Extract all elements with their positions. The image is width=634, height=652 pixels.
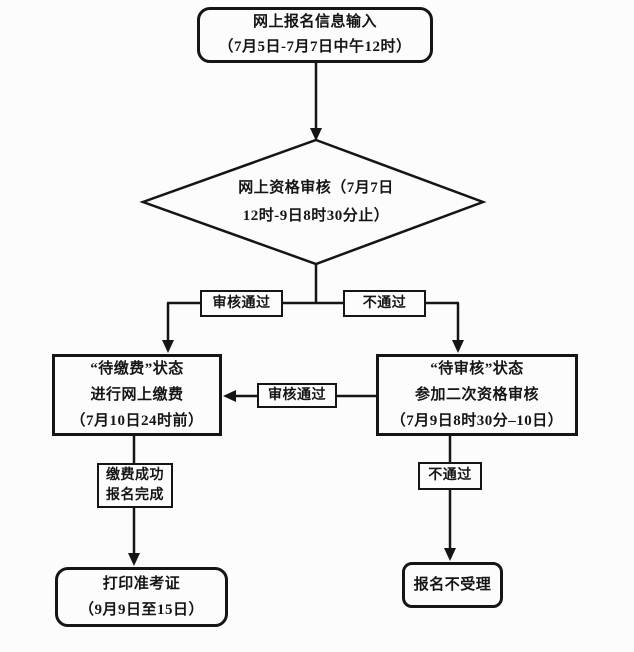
arrowhead-into-diamond bbox=[310, 128, 322, 141]
decision-diamond-text: 网上资格审核（7月7日 12时-9日8时30分止） bbox=[183, 172, 449, 232]
arrowhead-into-print-box bbox=[128, 553, 140, 566]
edge-label-pass-second-text: 审核通过 bbox=[268, 387, 326, 403]
arrowhead-into-review2-box bbox=[452, 340, 464, 353]
decision-line1: 网上资格审核（7月7日 bbox=[238, 180, 394, 196]
print-ticket-node: 打印准考证 （9月9日至15日） bbox=[55, 567, 228, 627]
edge-label-pass-first-text: 审核通过 bbox=[212, 295, 271, 311]
edge-label-pass-first: 审核通过 bbox=[200, 290, 283, 317]
pending-review-line2: 参加二次资格审核 bbox=[414, 387, 539, 403]
pending-pay-node: “待缴费”状态 进行网上缴费 （7月10日24时前） bbox=[52, 354, 222, 436]
print-ticket-line1: 打印准考证 bbox=[102, 576, 181, 592]
pending-pay-line3: （7月10日24时前） bbox=[70, 413, 204, 429]
arrowhead-into-pay-box bbox=[162, 340, 174, 353]
pay-success-line1: 缴费成功 bbox=[106, 467, 164, 483]
arrowheads bbox=[128, 128, 464, 566]
decision-line2: 12时-9日8时30分止） bbox=[242, 208, 390, 224]
edge-label-fail-second: 不通过 bbox=[418, 462, 482, 490]
edge-label-fail-second-text: 不通过 bbox=[428, 468, 472, 483]
pending-pay-line1: “待缴费”状态 bbox=[90, 361, 184, 377]
edge-label-pass-second: 审核通过 bbox=[257, 383, 337, 408]
arrowhead-into-pay-box-side bbox=[223, 390, 236, 402]
pending-review-line3: （7月9日8时30分–10日） bbox=[390, 413, 564, 429]
start-node: 网上报名信息输入 （7月5日-7月7日中午12时） bbox=[197, 7, 433, 63]
start-node-line1: 网上报名信息输入 bbox=[252, 14, 377, 30]
pending-review-line1: “待审核”状态 bbox=[430, 361, 524, 377]
pending-review-node: “待审核”状态 参加二次资格审核 （7月9日8时30分–10日） bbox=[376, 354, 578, 436]
pay-success-line2: 报名完成 bbox=[106, 487, 164, 503]
start-node-line2: （7月5日-7月7日中午12时） bbox=[218, 39, 412, 55]
reject-line1: 报名不受理 bbox=[413, 577, 492, 593]
arrowhead-into-reject-box bbox=[444, 548, 456, 561]
pending-pay-line2: 进行网上缴费 bbox=[90, 387, 184, 403]
decision-diamond-shape bbox=[139, 138, 487, 266]
edge-label-fail-first-text: 不通过 bbox=[362, 295, 407, 311]
print-ticket-line2: （9月9日至15日） bbox=[78, 602, 204, 618]
edge-label-fail-first: 不通过 bbox=[343, 290, 426, 317]
edge-label-pay-success: 缴费成功 报名完成 bbox=[97, 463, 173, 508]
reject-node: 报名不受理 bbox=[402, 562, 503, 608]
